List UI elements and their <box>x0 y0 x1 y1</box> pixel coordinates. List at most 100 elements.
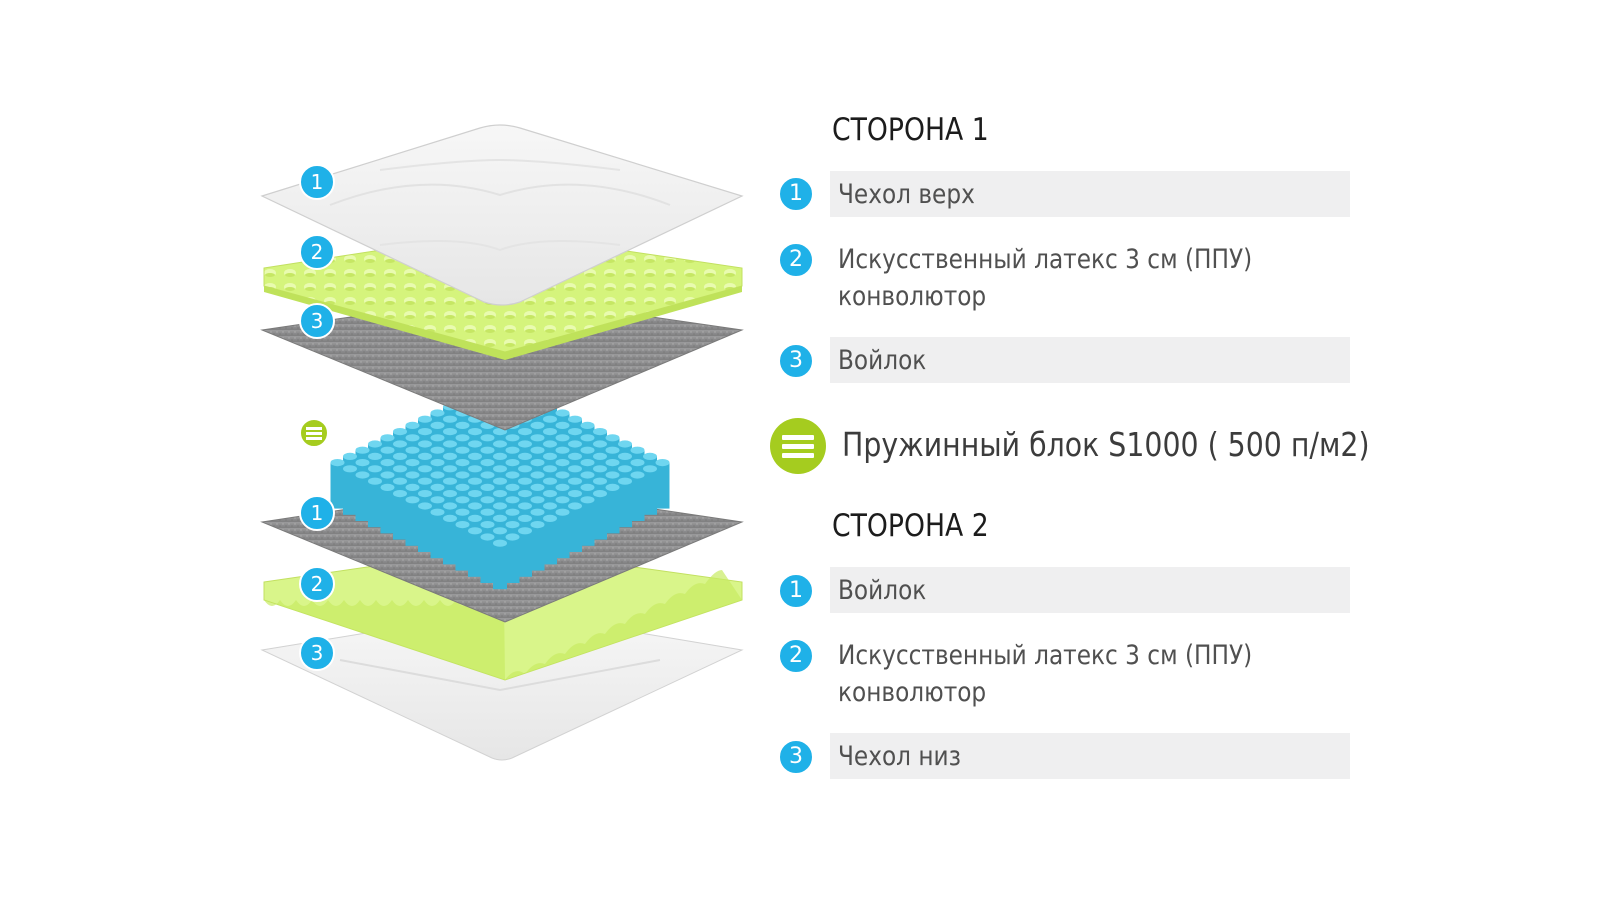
spring-pocket-top <box>555 471 570 479</box>
spring-pocket <box>493 543 507 590</box>
side1-heading: СТОРОНА 1 <box>832 112 989 148</box>
spring-pocket-top <box>618 465 632 473</box>
spring-pocket-top <box>455 446 470 454</box>
spring-pocket-top <box>443 415 457 423</box>
spring-pocket-top <box>605 483 620 491</box>
spring-pocket-top <box>418 465 432 473</box>
spring-pocket-top <box>493 490 507 498</box>
spring-pocket-top <box>618 452 632 460</box>
spring-pocket-top <box>418 428 432 436</box>
spring-pocket <box>480 537 495 583</box>
side1-item2-badge: 2 <box>778 242 814 278</box>
side2-item3-bar <box>830 733 1350 779</box>
spring-pocket-top <box>518 514 532 523</box>
spring-pocket-top <box>455 459 470 467</box>
spring-pocket-top <box>505 459 520 467</box>
spring-pocket-top <box>480 459 495 467</box>
spring-pocket-top <box>418 502 432 510</box>
spring-pocket-top <box>405 459 420 467</box>
spring-pocket-top <box>530 421 545 429</box>
spring-pocket-top <box>468 477 482 485</box>
spring-pocket-top <box>430 421 445 429</box>
spring-pocket-top <box>443 428 457 436</box>
spring-pocket-top <box>605 446 620 454</box>
spring-pocket-top <box>580 496 595 504</box>
spring-pocket-top <box>593 440 607 448</box>
spring-pocket <box>330 462 345 509</box>
spring-pocket-top <box>468 465 482 473</box>
spring-pocket-top <box>368 452 382 460</box>
spring-pocket <box>643 468 657 515</box>
spring-pocket <box>618 481 632 528</box>
side2-item1-badge: 1 <box>778 573 814 609</box>
spring-pocket-top <box>555 459 570 467</box>
spring-pocket-top <box>493 502 507 510</box>
spring-pocket-top <box>330 459 345 467</box>
spring-pocket <box>518 530 532 577</box>
spring-pocket-top <box>518 440 532 448</box>
top-cover-layer <box>260 124 744 306</box>
spring-pocket-top <box>405 434 420 442</box>
spring-pocket-top <box>555 409 570 417</box>
spring-pocket-top <box>480 471 495 479</box>
spring-pocket-top <box>380 434 395 442</box>
spring-pocket-top <box>418 477 432 485</box>
spring-pocket-top <box>405 421 420 429</box>
spring-pocket-top <box>405 483 420 491</box>
spring-pocket-top <box>455 471 470 479</box>
side2-item1-bar <box>830 567 1350 613</box>
spring-pocket-top <box>655 459 670 467</box>
spring-pocket-top <box>493 477 507 485</box>
spring-pocket-top <box>443 490 457 498</box>
spring-pocket-top <box>530 446 545 454</box>
spring-pocket <box>543 518 557 565</box>
spring-pocket-top <box>418 440 432 448</box>
spring-pocket-top <box>468 490 482 498</box>
spring-pocket <box>593 493 607 540</box>
spring-pocket-top <box>368 477 382 485</box>
spring-pocket-top <box>555 483 570 491</box>
spring-pocket-top <box>518 428 532 436</box>
spring-pocket-top <box>568 502 582 510</box>
spring-pocket-top <box>568 477 582 485</box>
spring-pocket <box>605 487 620 534</box>
spring-pocket <box>468 530 482 577</box>
spring-pocket-top <box>493 440 507 448</box>
spring-pocket <box>418 506 432 552</box>
spring-pocket-top <box>430 459 445 467</box>
side2-item2-label-line2: конволютор <box>838 677 987 708</box>
spring-pocket-top <box>643 465 657 473</box>
spring-pocket-top <box>430 409 445 417</box>
spring-pocket-top <box>405 471 420 479</box>
spring-pocket-top <box>430 446 445 454</box>
spring-pocket-top <box>430 471 445 479</box>
side1-item3-label: Войлок <box>838 345 927 376</box>
spring-pocket-top <box>543 514 557 523</box>
spring-pocket-top <box>405 496 420 504</box>
marker-side1-2: 2 <box>299 234 335 270</box>
spring-pocket <box>505 537 520 583</box>
spring-pocket-top <box>543 502 557 510</box>
spring-pocket-top <box>380 446 395 454</box>
side1-item1-badge: 1 <box>778 176 814 212</box>
spring-pocket-top <box>593 428 607 436</box>
spring-pocket-top <box>543 465 557 473</box>
spring-pocket-top <box>555 446 570 454</box>
spring-pocket-top <box>568 415 582 423</box>
spring-pocket-top <box>468 440 482 448</box>
side1-item3-bar <box>830 337 1350 383</box>
spring-pocket <box>393 493 407 540</box>
marker-side2-1: 1 <box>299 495 335 531</box>
spring-block-label: Пружинный блок S1000 ( 500 п/м2) <box>842 425 1370 464</box>
spring-pocket-top <box>480 446 495 454</box>
spring-pocket-top <box>618 440 632 448</box>
spring-pocket-top <box>430 496 445 504</box>
spring-pocket-top <box>393 428 407 436</box>
spring-pocket-top <box>343 465 357 473</box>
spring-pocket-top <box>518 477 532 485</box>
spring-pocket-top <box>543 490 557 498</box>
spring-pocket-top <box>568 428 582 436</box>
spring-pocket-top <box>543 428 557 436</box>
spring-pocket-top <box>555 421 570 429</box>
